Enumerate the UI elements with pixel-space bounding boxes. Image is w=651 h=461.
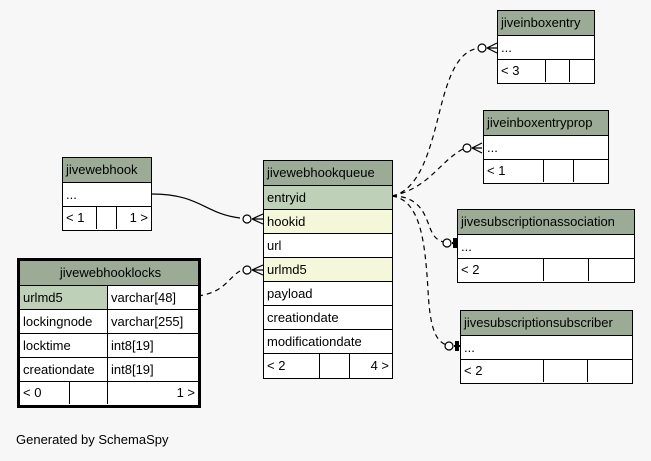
footer-children: 4 > [370, 358, 389, 373]
table-row: ... [498, 36, 594, 60]
table-jivesubscriptionsubscriber[interactable]: jivesubscriptionsubscriber ... < 2 [460, 310, 633, 384]
table-footer: < 1 1 > [63, 207, 151, 229]
table-row: ... [484, 136, 608, 160]
column-name: locktime [20, 334, 108, 357]
table-jiveinboxentry[interactable]: jiveinboxentry ... < 3 [497, 10, 595, 84]
table-footer: < 3 [498, 60, 594, 82]
table-jivewebhooklocks[interactable]: jivewebhooklocks urlmd5 varchar[48] lock… [17, 258, 201, 408]
edge-entryid-subassoc [391, 195, 451, 244]
column-creationdate: creationdate [264, 306, 392, 330]
table-header: jivesubscriptionsubscriber [461, 311, 632, 336]
edge-entryid-inboxentryprop [391, 147, 466, 197]
column-locktime: locktime int8[19] [20, 334, 198, 358]
edge-end-circle [444, 341, 454, 351]
table-header: jiveinboxentryprop [484, 111, 608, 136]
table-header: jivewebhookqueue [264, 161, 392, 186]
footer-parents: < 2 [458, 259, 544, 281]
crowfoot-mark [251, 213, 264, 225]
table-footer: < 2 [461, 360, 632, 382]
table-footer: < 2 [458, 259, 634, 281]
footer-parents: < 0 [20, 382, 70, 404]
table-footer: < 1 [484, 160, 608, 182]
edge-entryid-subsub [391, 195, 453, 347]
column-url: url [264, 234, 392, 258]
column-type: int8[19] [111, 338, 154, 353]
one-mark [452, 238, 457, 248]
column-modificationdate: modificationdate [264, 330, 392, 354]
table-jiveinboxentryprop[interactable]: jiveinboxentryprop ... < 1 [483, 110, 609, 184]
table-row: ... [461, 336, 632, 360]
column-urlmd5: urlmd5 [264, 258, 392, 282]
table-jivesubscriptionassociation[interactable]: jivesubscriptionassociation ... < 2 [457, 209, 635, 283]
crowfoot-mark [486, 42, 498, 54]
column-entryid: entryid [264, 186, 392, 210]
table-header: jiveinboxentry [498, 11, 594, 36]
edge-end-circle [462, 143, 472, 153]
footer-parents: < 3 [498, 60, 546, 82]
footer-children [588, 360, 632, 382]
edge-entryid-inboxentry [391, 47, 481, 197]
column-payload: payload [264, 282, 392, 306]
footer-parents: < 1 [484, 160, 544, 182]
column-lockingnode: lockingnode varchar[255] [20, 310, 198, 334]
column-urlmd5: urlmd5 varchar[48] [20, 286, 198, 310]
footer-middle [544, 259, 589, 281]
footer-children [574, 160, 608, 182]
footer-middle [546, 60, 570, 82]
footer-parents: < 2 [461, 360, 544, 382]
table-header: jivesubscriptionassociation [458, 210, 634, 235]
table-header: jivewebhooklocks [20, 261, 198, 286]
footer-middle [97, 207, 117, 229]
footer-middle [70, 382, 108, 404]
column-name: lockingnode [20, 310, 108, 333]
one-mark [454, 341, 460, 351]
footer-children: 1 > [129, 210, 148, 225]
edge-end-circle [442, 238, 452, 248]
footer-children: 1 > [176, 385, 195, 400]
column-type: varchar[48] [111, 290, 177, 305]
footer-middle [320, 354, 350, 378]
column-name: creationdate [20, 358, 108, 381]
column-type: varchar[255] [111, 314, 184, 329]
table-header: jivewebhook [63, 158, 151, 183]
table-jivewebhookqueue[interactable]: jivewebhookqueue entryid hookid url urlm… [263, 160, 393, 379]
edge-end-circle [477, 43, 487, 53]
edge-locks-urlmd5 [197, 270, 241, 297]
footer-children [570, 60, 594, 82]
table-jivewebhook[interactable]: jivewebhook ... < 1 1 > [62, 157, 152, 231]
column-hookid: hookid [264, 210, 392, 234]
edge-jivewebhook-hookid [151, 193, 241, 219]
column-creationdate: creationdate int8[19] [20, 358, 198, 382]
footer-parents: < 1 [63, 207, 97, 229]
column-name: urlmd5 [20, 286, 108, 309]
table-footer: < 2 4 > [264, 354, 392, 378]
table-row: ... [458, 235, 634, 259]
footer-children [589, 259, 634, 281]
crowfoot-mark [471, 142, 483, 154]
edge-end-circle [242, 265, 252, 275]
table-footer: < 0 1 > [20, 382, 198, 404]
footer-middle [544, 160, 574, 182]
column-type: int8[19] [111, 362, 154, 377]
footer-parents: < 2 [264, 354, 320, 378]
footer-middle [544, 360, 588, 382]
generated-by-caption: Generated by SchemaSpy [16, 432, 169, 447]
edge-end-circle [242, 214, 252, 224]
crowfoot-mark [251, 264, 264, 276]
table-row: ... [63, 183, 151, 207]
